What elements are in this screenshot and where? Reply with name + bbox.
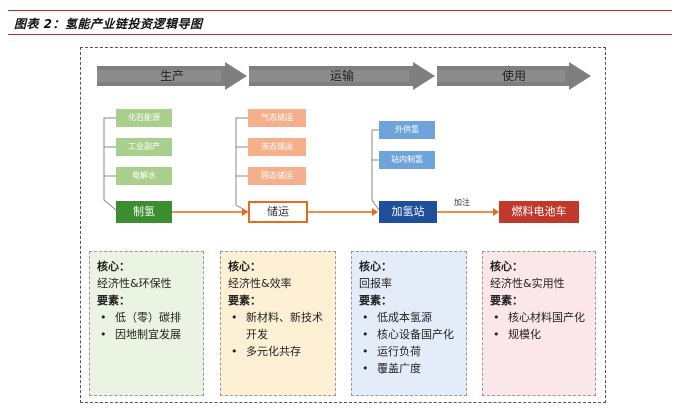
stage-arrow-production: 生产 bbox=[97, 62, 247, 90]
node-fuel-cell-vehicle: 燃料电池车 bbox=[499, 201, 579, 223]
element-item: 多元化共存 bbox=[228, 343, 328, 360]
elements-label: 要素： bbox=[490, 294, 523, 307]
stage-label: 使用 bbox=[501, 69, 526, 83]
elements-label: 要素： bbox=[97, 294, 130, 307]
stage-label: 运输 bbox=[329, 69, 354, 83]
method-liquid: 液态储运 bbox=[248, 138, 306, 156]
element-item: 核心材料国产化 bbox=[490, 309, 588, 326]
node-refueling-station: 加氢站 bbox=[379, 201, 437, 223]
card-production: 核心： 经济性&环保性 要素： 低（零）碳排 因地制宜发展 bbox=[89, 251, 204, 396]
core-label: 核心： bbox=[228, 260, 261, 273]
element-item: 新材料、新技术开发 bbox=[228, 309, 328, 343]
core-label: 核心： bbox=[97, 260, 130, 273]
element-item: 低成本氢源 bbox=[359, 309, 459, 326]
element-item: 因地制宜发展 bbox=[97, 326, 196, 343]
elements-label: 要素： bbox=[359, 294, 392, 307]
core-label: 核心： bbox=[359, 260, 392, 273]
source-electrolysis: 电解水 bbox=[116, 167, 172, 185]
core-value: 回报率 bbox=[359, 277, 392, 290]
core-label: 核心： bbox=[490, 260, 523, 273]
title-rule bbox=[8, 34, 672, 35]
top-rule bbox=[8, 10, 672, 11]
element-item: 核心设备国产化 bbox=[359, 326, 459, 343]
elements-label: 要素： bbox=[228, 294, 261, 307]
refuel-label: 加注 bbox=[454, 198, 470, 207]
source-onsite-production: 站内制氢 bbox=[379, 151, 435, 169]
element-item: 规模化 bbox=[490, 326, 588, 343]
source-external-supply: 外供氢 bbox=[379, 121, 435, 139]
card-station: 核心： 回报率 要素： 低成本氢源 核心设备国产化 运行负荷 覆盖广度 bbox=[351, 251, 467, 396]
card-end-use: 核心： 经济性&实用性 要素： 核心材料国产化 规模化 bbox=[482, 251, 596, 396]
core-value: 经济性&环保性 bbox=[97, 277, 172, 290]
source-fossil-energy: 化石能源 bbox=[116, 109, 172, 127]
core-value: 经济性&实用性 bbox=[490, 277, 565, 290]
element-item: 低（零）碳排 bbox=[97, 309, 196, 326]
source-industrial-byproduct: 工业副产 bbox=[116, 138, 172, 156]
method-gaseous: 气态储运 bbox=[248, 109, 306, 127]
core-value: 经济性&效率 bbox=[228, 277, 292, 290]
stage-label: 生产 bbox=[159, 69, 184, 83]
stage-arrow-transport: 运输 bbox=[249, 62, 435, 90]
card-transport: 核心： 经济性&效率 要素： 新材料、新技术开发 多元化共存 bbox=[220, 251, 336, 396]
node-hydrogen-production: 制氢 bbox=[116, 201, 172, 223]
stage-arrow-usage: 使用 bbox=[437, 62, 591, 90]
method-solid: 固态储运 bbox=[248, 167, 306, 185]
figure-title: 图表 2：氢能产业链投资逻辑导图 bbox=[14, 17, 203, 31]
node-storage-transport: 储运 bbox=[248, 201, 308, 223]
element-item: 运行负荷 bbox=[359, 343, 459, 360]
diagram-frame bbox=[80, 47, 606, 403]
element-item: 覆盖广度 bbox=[359, 360, 459, 377]
